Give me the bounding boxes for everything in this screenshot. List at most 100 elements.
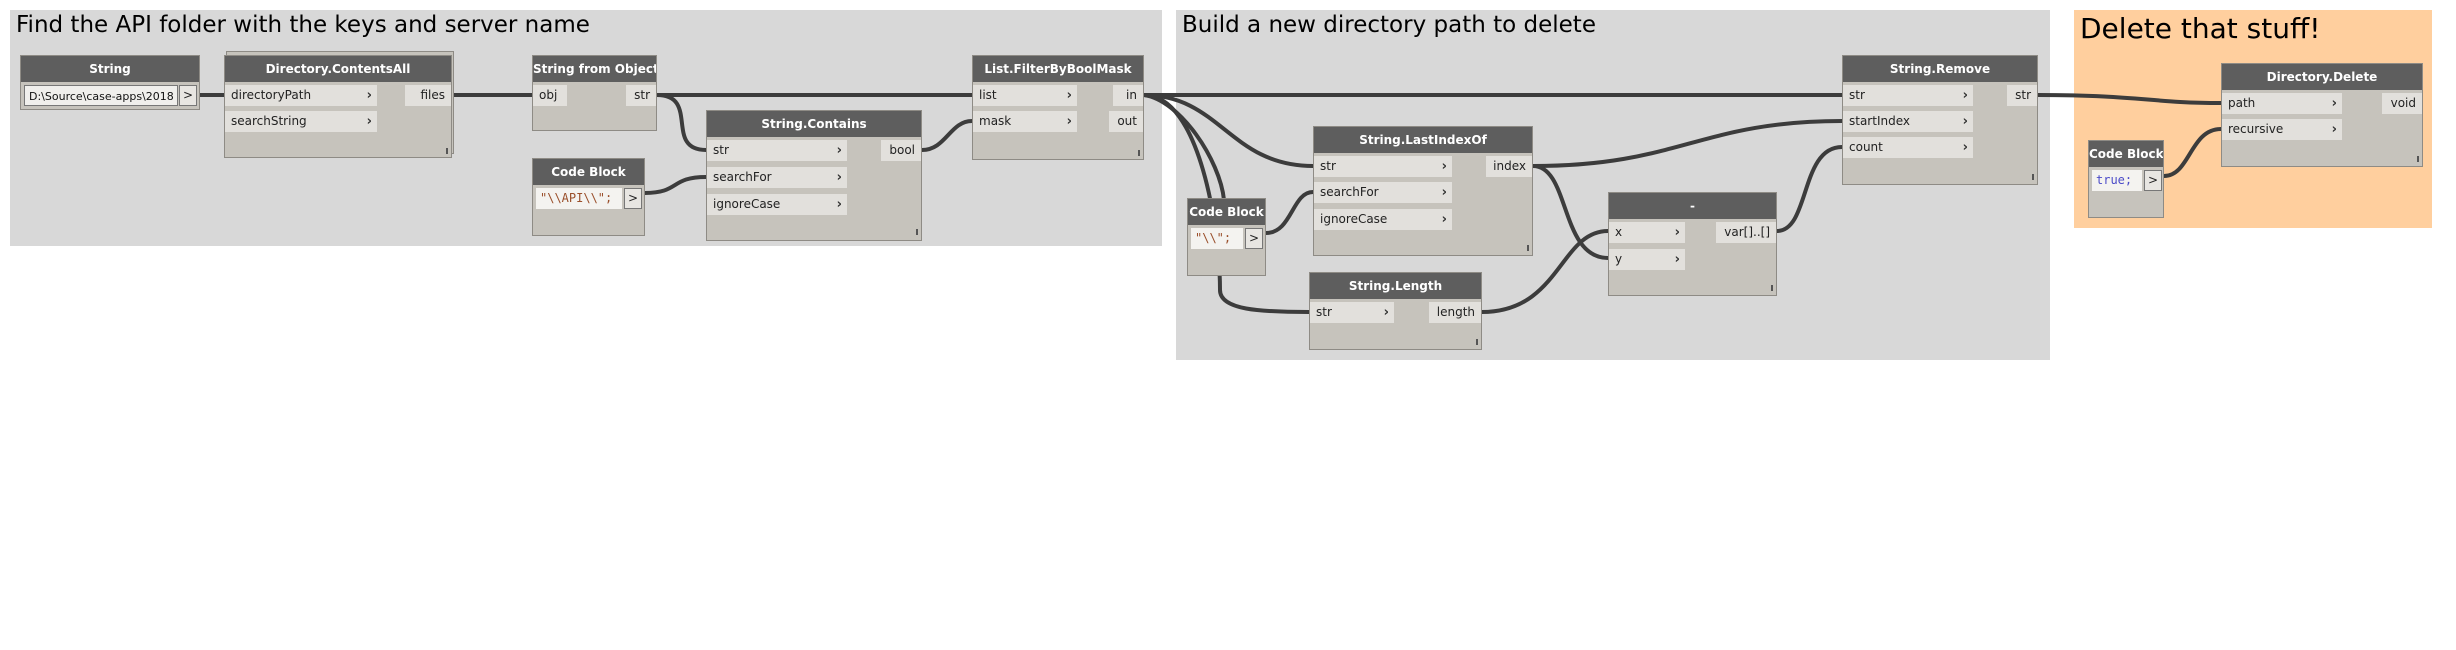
node-title: - — [1609, 193, 1776, 219]
node-string[interactable]: String D:\Source\case-apps\2018 > — [20, 55, 200, 110]
resize-grip-icon[interactable] — [1527, 245, 1529, 251]
node-title: Code Block — [2089, 141, 2163, 167]
chevron-right-icon: › — [1383, 305, 1389, 320]
resize-grip-icon[interactable] — [1771, 285, 1773, 291]
port-label: str — [1316, 305, 1332, 319]
port-label: str — [713, 143, 729, 157]
node-subtract[interactable]: - x › y › var[]..[] — [1608, 192, 1777, 296]
output-port-out[interactable]: out — [1109, 111, 1143, 132]
group-title: Find the API folder with the keys and se… — [16, 12, 590, 38]
node-string-lastindexof[interactable]: String.LastIndexOf str › searchFor › ign… — [1313, 126, 1533, 256]
node-title: String.Remove — [1843, 56, 2037, 82]
node-title: Code Block — [533, 159, 644, 185]
input-port-str[interactable]: str › — [1310, 302, 1394, 323]
input-port-startindex[interactable]: startIndex › — [1843, 111, 1973, 132]
node-string-length[interactable]: String.Length str › length — [1309, 272, 1482, 350]
output-arrow-icon[interactable]: > — [179, 85, 197, 106]
port-label: mask — [979, 114, 1012, 128]
chevron-right-icon: › — [836, 197, 842, 212]
input-port-mask[interactable]: mask › — [973, 111, 1077, 132]
output-port-length[interactable]: length — [1429, 302, 1481, 323]
node-list-filterbyboolmask[interactable]: List.FilterByBoolMask list › mask › in o… — [972, 55, 1144, 160]
output-port-str[interactable]: str — [2007, 85, 2037, 106]
node-string-contains[interactable]: String.Contains str › searchFor › ignore… — [706, 110, 922, 241]
node-string-from-object[interactable]: String from Object obj str — [532, 55, 657, 131]
node-title: String.Length — [1310, 273, 1481, 299]
resize-grip-icon[interactable] — [2417, 156, 2419, 162]
port-label: startIndex — [1849, 114, 1910, 128]
input-port-searchfor[interactable]: searchFor › — [1314, 182, 1452, 203]
input-port-directorypath[interactable]: directoryPath › — [225, 85, 377, 106]
port-label: list — [979, 88, 997, 102]
input-port-searchfor[interactable]: searchFor › — [707, 167, 847, 188]
input-port-ignorecase[interactable]: ignoreCase › — [1314, 209, 1452, 230]
input-port-y[interactable]: y › — [1609, 249, 1685, 270]
port-label: str — [1849, 88, 1865, 102]
chevron-right-icon: › — [366, 88, 372, 103]
port-label: searchFor — [1320, 185, 1379, 199]
code-input[interactable]: true; — [2092, 170, 2142, 191]
resize-grip-icon[interactable] — [446, 148, 448, 154]
node-title: Directory.ContentsAll — [225, 56, 451, 82]
chevron-right-icon: › — [1674, 225, 1680, 240]
output-arrow-icon[interactable]: > — [2144, 170, 2162, 191]
node-code-block-backslash[interactable]: Code Block "\\"; > — [1187, 198, 1266, 276]
chevron-right-icon: › — [2331, 122, 2337, 137]
port-label: x — [1615, 225, 1623, 239]
port-label: path — [2228, 96, 2256, 110]
chevron-right-icon: › — [1066, 114, 1072, 129]
node-string-remove[interactable]: String.Remove str › startIndex › count ›… — [1842, 55, 2038, 185]
node-title: List.FilterByBoolMask — [973, 56, 1143, 82]
input-port-searchstring[interactable]: searchString › — [225, 111, 377, 132]
output-arrow-icon[interactable]: > — [624, 188, 642, 209]
node-code-block-true[interactable]: Code Block true; > — [2088, 140, 2164, 218]
input-port-count[interactable]: count › — [1843, 137, 1973, 158]
input-port-recursive[interactable]: recursive › — [2222, 119, 2342, 140]
port-label: str — [1320, 159, 1336, 173]
port-label: ignoreCase — [1320, 212, 1388, 226]
port-label: searchString — [231, 114, 307, 128]
chevron-right-icon: › — [1441, 185, 1447, 200]
output-arrow-icon[interactable]: > — [1245, 228, 1263, 249]
input-port-list[interactable]: list › — [973, 85, 1077, 106]
output-port-files[interactable]: files — [405, 85, 451, 106]
output-port-void[interactable]: void — [2382, 93, 2422, 114]
output-port-index[interactable]: index — [1486, 156, 1532, 177]
chevron-right-icon: › — [1441, 159, 1447, 174]
port-label: directoryPath — [231, 88, 312, 102]
input-port-str[interactable]: str › — [1843, 85, 1973, 106]
string-value-input[interactable]: D:\Source\case-apps\2018 — [24, 85, 178, 106]
port-label: y — [1615, 252, 1623, 266]
node-title: String.Contains — [707, 111, 921, 137]
node-title: String — [21, 56, 199, 82]
resize-grip-icon[interactable] — [1138, 150, 1140, 156]
port-label: ignoreCase — [713, 197, 781, 211]
node-title: String from Object — [533, 56, 656, 82]
port-label: count — [1849, 140, 1883, 154]
node-directory-contentsall[interactable]: Directory.ContentsAll directoryPath › se… — [224, 55, 452, 158]
input-port-path[interactable]: path › — [2222, 93, 2342, 114]
node-code-block-api[interactable]: Code Block "\\API\\"; > — [532, 158, 645, 236]
output-port-var[interactable]: var[]..[] — [1716, 222, 1776, 243]
input-port-x[interactable]: x › — [1609, 222, 1685, 243]
chevron-right-icon: › — [836, 170, 842, 185]
input-port-obj[interactable]: obj — [533, 85, 567, 106]
code-input[interactable]: "\\API\\"; — [536, 188, 622, 209]
resize-grip-icon[interactable] — [916, 229, 918, 235]
output-port-in[interactable]: in — [1113, 85, 1143, 106]
node-directory-delete[interactable]: Directory.Delete path › recursive › void — [2221, 63, 2423, 167]
input-port-str[interactable]: str › — [1314, 156, 1452, 177]
node-title: Directory.Delete — [2222, 64, 2422, 90]
output-port-bool[interactable]: bool — [881, 140, 921, 161]
port-label: recursive — [2228, 122, 2284, 136]
resize-grip-icon[interactable] — [1476, 339, 1478, 345]
input-port-str[interactable]: str › — [707, 140, 847, 161]
resize-grip-icon[interactable] — [2032, 174, 2034, 180]
output-port-str[interactable]: str — [626, 85, 656, 106]
node-title: String.LastIndexOf — [1314, 127, 1532, 153]
chevron-right-icon: › — [1674, 252, 1680, 267]
input-port-ignorecase[interactable]: ignoreCase › — [707, 194, 847, 215]
chevron-right-icon: › — [366, 114, 372, 129]
code-input[interactable]: "\\"; — [1191, 228, 1243, 249]
